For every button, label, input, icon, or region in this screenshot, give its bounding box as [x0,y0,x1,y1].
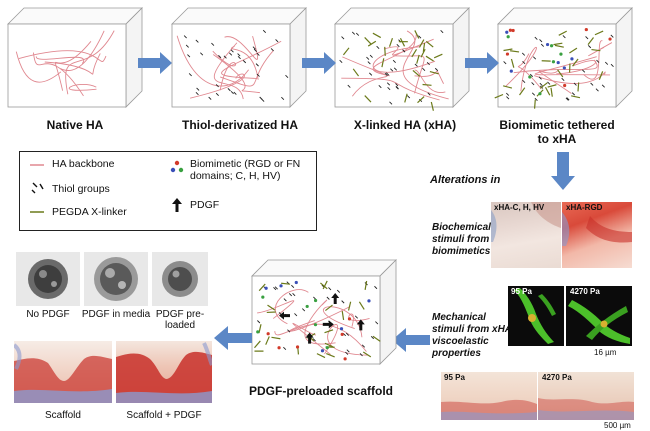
spheroid-no-pdgf-label: No PDGF [26,309,70,320]
mechanical-scale-label: 16 µm [594,348,617,357]
mechanical-panel-right-label: 4270 Pa [570,287,600,296]
mechanical-panel-left-label: 95 Pa [511,287,532,296]
legend-ha-backbone: HA backbone [52,158,115,170]
tissue-panel-right-label: 4270 Pa [542,373,572,382]
spheroid-pdgf-media [84,252,148,306]
legend: HA backbone Thiol groups PEGDA X-linker … [19,151,317,231]
arrow-to-outcomes [214,326,252,350]
ha-backbone-swatch [30,164,44,166]
legend-thiol: Thiol groups [52,183,110,195]
section-scaffold-label: Scaffold [45,410,81,421]
tissue-panel-left-label: 95 Pa [444,373,465,382]
legend-pegda: PEGDA X-linker [52,206,127,218]
biochemical-panel-left-label: xHA-C, H, HV [494,203,545,212]
arrow-to-scaffold [392,328,430,352]
biochemical-label: Biochemical stimuli from biomimetics [432,222,491,257]
mechanical-panel-right [566,286,632,346]
pdgf-scaffold-cube [251,259,397,365]
spheroid-pdgf-preloaded-label: PDGF pre-loaded [155,309,205,331]
stage-label-xlinked: X-linked HA (xHA) [353,118,457,132]
stage-label-native: Native HA [46,118,104,132]
section-scaffold [14,341,112,403]
arrow-stage-3 [465,52,499,74]
thiol-swatch [31,182,44,194]
stage-label-biomimetic: Biomimetic tethered to xHA [499,118,615,146]
section-scaffold-pdgf-label: Scaffold + PDGF [126,410,202,421]
stage-label-thiol: Thiol-derivatized HA [181,118,298,132]
biochemical-panel-left [491,202,561,268]
scaffold-label: PDGF-preloaded scaffold [248,384,394,398]
arrow-stage-1 [138,52,172,74]
arrow-stage-2 [302,52,336,74]
legend-pdgf: PDGF [190,199,220,211]
arrow-down-alterations [551,152,575,190]
tissue-panel-left [441,372,537,420]
native-ha-cube [7,7,143,108]
biomimetic-ha-cube [494,7,633,109]
xlinked-ha-cube [334,7,470,111]
mechanical-panel-left [508,286,564,346]
legend-biomimetic: Biomimetic (RGD or FN domains; C, H, HV) [190,158,301,182]
biochemical-panel-right [562,202,632,268]
tissue-scale-label: 500 µm [604,421,631,430]
thiol-ha-cube [171,7,307,108]
spheroid-pdgf-media-label: PDGF in media [81,309,151,320]
spheroid-no-pdgf [16,252,80,306]
pdgf-arrow-icon [172,198,182,212]
mechanical-label: Mechanical stimuli from xHA viscoelastic… [432,312,512,359]
biomimetic-dots-icon [170,160,184,173]
tissue-panel-right [538,372,634,420]
section-scaffold-pdgf [116,341,212,403]
pegda-swatch [30,211,44,213]
spheroid-pdgf-preloaded [152,252,208,306]
biochemical-panel-right-label: xHA-RGD [566,203,603,212]
alterations-title: Alterations in [430,174,501,186]
